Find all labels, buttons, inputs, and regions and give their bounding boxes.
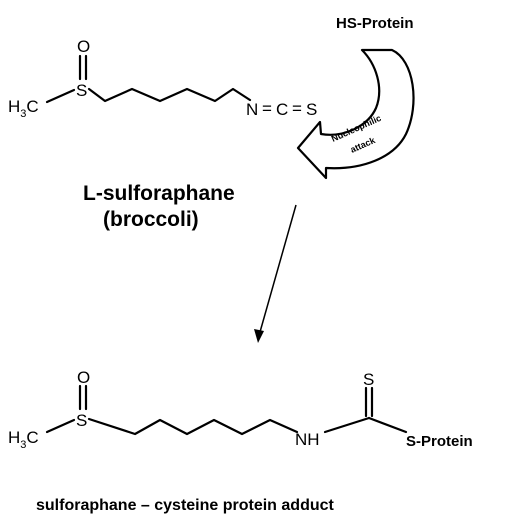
reagent-carbon-chain — [87, 87, 252, 103]
attack-arrow-shape — [296, 48, 415, 180]
reagent-name: L-sulforaphane — [83, 182, 235, 205]
isothiocyanate-c: C — [276, 100, 288, 119]
reagent-sulfur-label: S — [76, 81, 87, 100]
product-amine-label: NH — [295, 430, 320, 449]
isothiocyanate-double-bond-1: = — [262, 99, 272, 118]
reaction-arrow-head — [254, 329, 264, 343]
reagent-methyl-label: H3C — [8, 97, 39, 120]
bond-methyl-sulfur — [45, 88, 76, 104]
reagent-oxygen-label: O — [77, 37, 90, 56]
adduct-structure: H3C S O NH S S-Protein — [8, 368, 473, 451]
product-bond-methyl-sulfur — [45, 418, 76, 434]
isothiocyanate-double-bond-2: = — [292, 99, 302, 118]
reaction-arrow-shaft — [259, 204, 297, 333]
bond-amine-carbon — [323, 416, 371, 434]
product-sulfur-label: S — [76, 411, 87, 430]
product-methyl-label: H3C — [8, 428, 39, 451]
isothiocyanate-n: N — [246, 100, 258, 119]
nucleophile-label: HS-Protein — [336, 15, 414, 32]
product-thione-sulfur: S — [363, 370, 374, 389]
sulforaphane-structure: H3C S O N = C = S — [8, 37, 317, 120]
product-name: sulforaphane – cysteine protein adduct — [36, 497, 335, 514]
product-carbon-chain — [87, 417, 299, 436]
bond-carbon-thioester — [367, 416, 408, 434]
reagent-source: (broccoli) — [103, 208, 199, 231]
product-protein-label: S-Protein — [406, 433, 473, 450]
product-oxygen-label: O — [77, 368, 90, 387]
isothiocyanate-s: S — [306, 100, 317, 119]
reaction-arrow — [254, 204, 297, 343]
